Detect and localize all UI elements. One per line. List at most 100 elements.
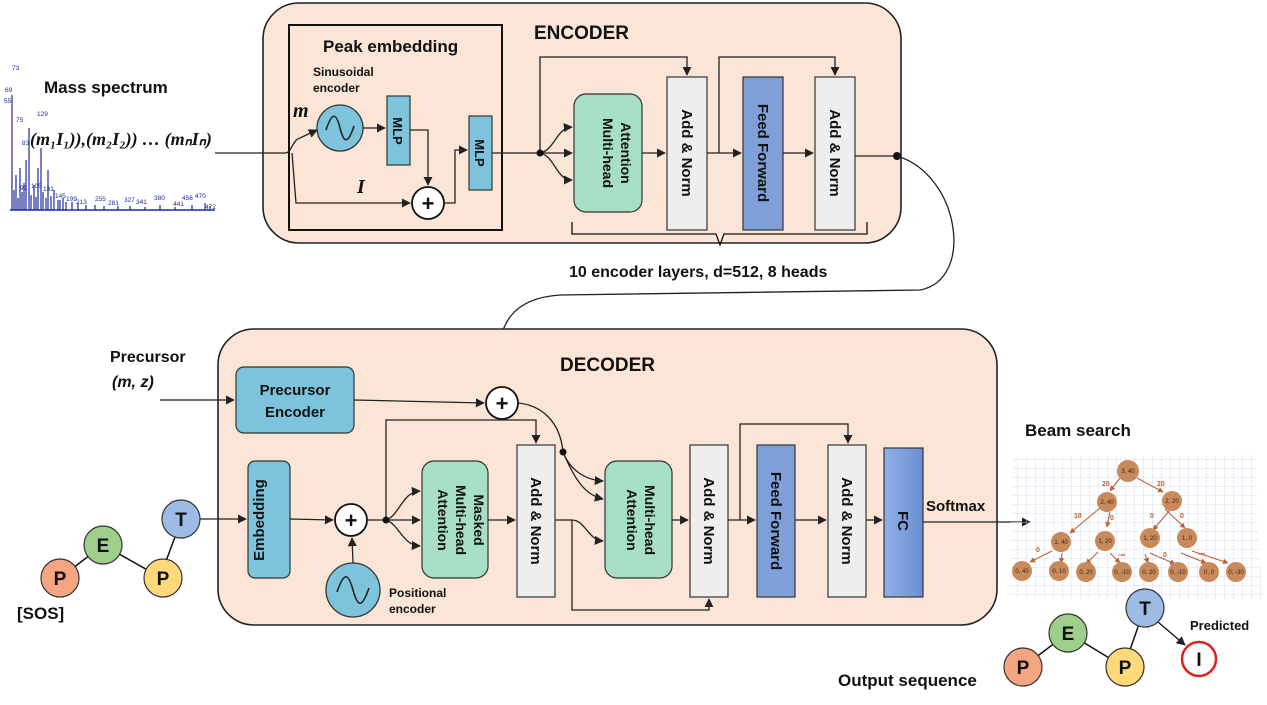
- mass-spectrum-formula: (m₁I₁)),(m₂I₂)) … (mₙIₙ): [30, 129, 212, 150]
- beam-node-label: 0, 20: [1079, 570, 1093, 576]
- beam-edge-label: 20: [1157, 481, 1165, 488]
- predicted-token-label: I: [1196, 650, 1201, 671]
- peak-label: 199: [66, 196, 77, 203]
- mlp-block-1: MLP: [386, 95, 411, 166]
- beam-edge-label: 0: [1180, 513, 1184, 520]
- peak-label: 472: [205, 204, 216, 211]
- beam-grid-background: [1010, 455, 1262, 600]
- token-label: E: [1062, 624, 1075, 645]
- predicted-label: Predicted: [1190, 618, 1249, 633]
- beam-edge-label: 20: [1102, 481, 1110, 488]
- mlp-1-label: MLP: [390, 117, 405, 145]
- peak-label: 380: [154, 195, 165, 202]
- plus-symbol: +: [422, 191, 435, 216]
- token-node: [40, 558, 80, 598]
- decoder-title: DECODER: [560, 355, 655, 376]
- masked-mha-block: Masked Multi-head Attention: [421, 460, 489, 579]
- beam-edge-label: 0: [1036, 547, 1040, 554]
- plus-node-precursor: +: [485, 386, 519, 420]
- peak-label: 213: [76, 199, 87, 206]
- peak-label: 281: [108, 200, 119, 207]
- mass-spectrum: 73 69 55 75 129 83 91 105 131 145 199 21…: [4, 65, 216, 211]
- token-label: T: [1139, 599, 1151, 620]
- peak-label: 105: [31, 183, 42, 190]
- peak-label: 131: [43, 186, 54, 193]
- encoder-addnorm-2: Add & Norm: [814, 76, 856, 231]
- beam-tree-nodes: 3, 40 2, 40 2, 20 1, 40 1, 20 1, 20 1, 0…: [1012, 460, 1246, 582]
- output-sequence-title: Output sequence: [838, 671, 977, 690]
- masked-line3: Attention: [435, 489, 451, 550]
- mlp-block-2: MLP: [468, 115, 493, 191]
- beam-node: [1097, 492, 1117, 512]
- feedforward-label: Feed Forward: [754, 104, 771, 202]
- beam-node: [1095, 531, 1115, 551]
- beam-node: [1112, 562, 1132, 582]
- masked-line1: Masked: [471, 494, 487, 545]
- token-label: P: [1119, 658, 1132, 679]
- beam-node-label: 0, -10: [1170, 570, 1186, 576]
- encoder-title: ENCODER: [534, 23, 629, 44]
- token-node: [1048, 613, 1088, 653]
- beam-node-label: 0, 0: [1204, 570, 1215, 576]
- peak-label: 69: [5, 87, 13, 94]
- mlp-2-label: MLP: [472, 139, 487, 167]
- token-node: [1125, 588, 1165, 628]
- beam-node-label: 0, 20: [1142, 570, 1156, 576]
- spectrum-peak-labels: 73 69 55 75 129 83 91 105 131 145 199 21…: [4, 65, 216, 211]
- peak-label: 341: [136, 199, 147, 206]
- beam-node: [1049, 561, 1069, 581]
- beam-node: [1117, 460, 1139, 482]
- beam-node-label: 1, 40: [1054, 540, 1068, 546]
- plus-node-decoder: +: [334, 503, 368, 537]
- peak-label: 145: [55, 193, 66, 200]
- softmax-label: Softmax: [926, 498, 986, 515]
- encoder-to-decoder-link: [492, 155, 955, 379]
- junction-dot: [536, 149, 544, 157]
- mha-line1: Multi-head: [600, 118, 616, 188]
- mha-line2: Attention: [618, 122, 634, 183]
- feedforward-label: Feed Forward: [767, 472, 784, 570]
- precursor-label: Precursor: [110, 349, 186, 366]
- encoder-addnorm-1: Add & Norm: [666, 76, 708, 231]
- sinusoidal-encoder-icon: [316, 104, 364, 152]
- beam-node: [1076, 562, 1096, 582]
- decoder-addnorm-3: Add & Norm: [827, 444, 867, 598]
- peak-label: 73: [12, 65, 20, 72]
- beam-node: [1051, 532, 1071, 552]
- fc-block: FC: [883, 447, 924, 598]
- mha-line1: Multi-head: [642, 485, 658, 555]
- beam-node: [1012, 561, 1032, 581]
- token-node: [1003, 647, 1043, 687]
- beam-node-label: 3, 40: [1121, 469, 1135, 475]
- junction-dot: [382, 516, 390, 524]
- decoder-mha-block: Multi-head Attention: [604, 460, 673, 579]
- beam-node: [1140, 528, 1160, 548]
- token-node: [1105, 647, 1145, 687]
- plus-node-encoder: +: [411, 186, 445, 220]
- encoder-layers-caption: 10 encoder layers, d=512, 8 heads: [569, 264, 827, 281]
- beam-edge-label: 10: [1074, 513, 1082, 520]
- beam-edge-label: 0: [1150, 513, 1154, 520]
- encoder-connectors: [215, 56, 897, 208]
- input-sequence: P E P T [SOS]: [17, 499, 201, 623]
- beam-node-label: 0, -10: [1114, 570, 1130, 576]
- peak-label: 255: [95, 196, 106, 203]
- beam-node: [1139, 562, 1159, 582]
- addnorm-label: Add & Norm: [826, 109, 843, 197]
- beam-node-label: 1, 0: [1182, 536, 1193, 542]
- beam-node-label: 0, 10: [1052, 569, 1066, 575]
- peak-embedding-title: Peak embedding: [323, 37, 458, 56]
- token-node: [161, 499, 201, 539]
- decoder-panel: DECODER Precursor (m, z) Precursor Encod…: [110, 328, 1031, 626]
- precursor-encoder-line1: Precursor: [260, 382, 331, 399]
- output-sequence: P E P T I Predicted Output sequence: [838, 588, 1249, 690]
- beam-node-label: 2, 20: [1165, 499, 1179, 505]
- peak-label: 75: [16, 117, 24, 124]
- beam-search-title: Beam search: [1025, 421, 1131, 440]
- mha-line2: Attention: [624, 489, 640, 550]
- decoder-addnorm-1: Add & Norm: [516, 444, 556, 598]
- beam-edge-label: -∞: [1198, 551, 1205, 558]
- positional-encoder-icon: [325, 562, 381, 618]
